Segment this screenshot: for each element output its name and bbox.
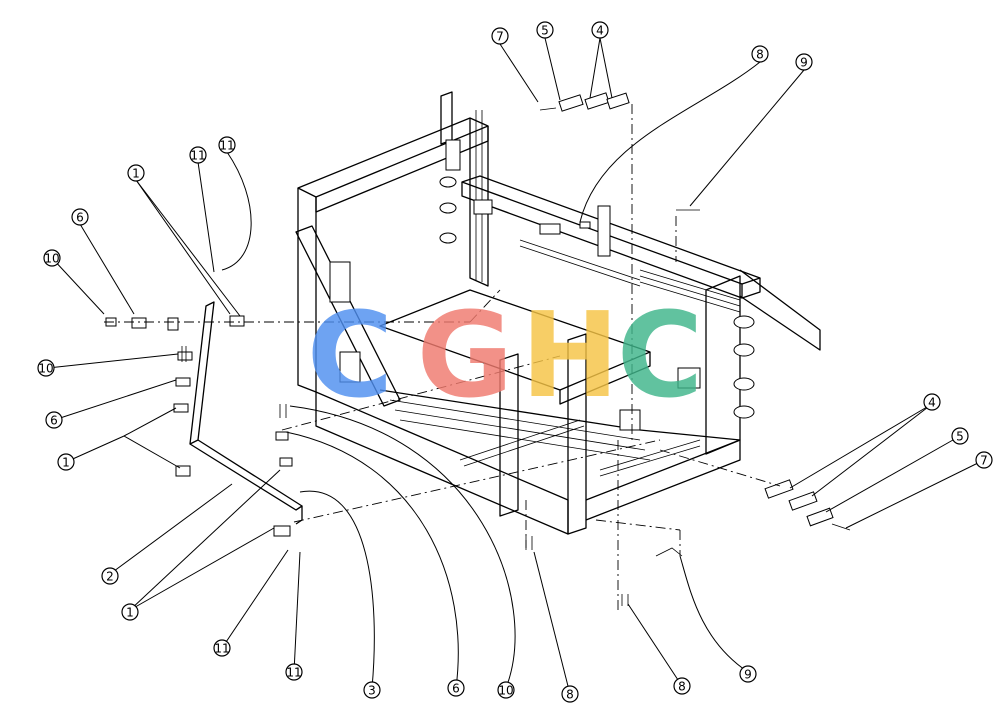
callout-circle: [101, 567, 119, 585]
callout-circle: [37, 359, 55, 377]
assembly-center-lines: [104, 104, 781, 610]
callout-number: 8: [566, 688, 574, 702]
watermark-letter-g: G: [417, 286, 514, 424]
callout-3: 4: [591, 21, 609, 39]
callout-23: 9: [739, 665, 757, 683]
callout-circle: [363, 681, 381, 699]
callout-number: 6: [76, 211, 84, 225]
callout-circle: [71, 208, 89, 226]
callout-number: 11: [286, 666, 301, 680]
callout-1: 7: [491, 27, 509, 45]
callout-25: 5: [951, 427, 969, 445]
callout-circle: [795, 53, 813, 71]
callout-4: 8: [751, 45, 769, 63]
callout-circle: [43, 249, 61, 267]
watermark-letter-c2: C: [617, 286, 704, 424]
callout-number: 8: [756, 48, 764, 62]
callout-10: 10: [43, 249, 61, 267]
callout-21: 8: [561, 685, 579, 703]
callout-circle: [497, 681, 515, 699]
callout-number: 1: [62, 456, 70, 470]
callout-circle: [189, 146, 207, 164]
callout-20: 10: [497, 681, 515, 699]
callout-number: 5: [541, 24, 549, 38]
callout-number: 10: [38, 362, 53, 376]
callout-24: 4: [923, 393, 941, 411]
callout-number: 9: [800, 56, 808, 70]
callout-15: 1: [121, 603, 139, 621]
callout-number: 1: [132, 167, 140, 181]
callout-number: 11: [219, 139, 234, 153]
callout-19: 6: [447, 679, 465, 697]
callout-circle: [57, 453, 75, 471]
callout-16: 11: [213, 639, 231, 657]
callout-circle: [447, 679, 465, 697]
callout-26: 7: [975, 451, 993, 469]
callout-number: 4: [928, 396, 936, 410]
watermark-letter-h: H: [521, 286, 620, 424]
exploded-parts: [525, 92, 851, 606]
callout-number: 4: [596, 24, 604, 38]
callout-17: 11: [285, 663, 303, 681]
watermark-logo: C G H C: [307, 286, 704, 424]
callout-circle: [673, 677, 691, 695]
callout-circle: [923, 393, 941, 411]
callout-circle: [121, 603, 139, 621]
callout-circle: [45, 411, 63, 429]
callout-22: 8: [673, 677, 691, 695]
callout-circle: [213, 639, 231, 657]
callout-number: 7: [496, 30, 504, 44]
callout-circle: [561, 685, 579, 703]
callout-number: 9: [744, 668, 752, 682]
callout-circle: [975, 451, 993, 469]
callout-18: 3: [363, 681, 381, 699]
callout-number: 11: [190, 149, 205, 163]
callout-number: 5: [956, 430, 964, 444]
callout-circle: [285, 663, 303, 681]
machine-frame: [295, 91, 821, 535]
callout-circle: [591, 21, 609, 39]
left-tube-assembly: [105, 301, 303, 537]
callout-2: 5: [536, 21, 554, 39]
watermark-letter-c1: C: [307, 286, 394, 424]
callout-7: 11: [218, 136, 236, 154]
callout-number: 7: [980, 454, 988, 468]
callout-number: 2: [106, 570, 114, 584]
callout-11: 10: [37, 359, 55, 377]
callout-circle: [951, 427, 969, 445]
callout-circle: [739, 665, 757, 683]
callout-number: 8: [678, 680, 686, 694]
callout-9: 6: [71, 208, 89, 226]
callout-number: 1: [126, 606, 134, 620]
callout-number: 3: [368, 684, 376, 698]
callout-8: 1: [127, 164, 145, 182]
callout-number: 6: [50, 414, 58, 428]
callout-13: 1: [57, 453, 75, 471]
callout-circle: [536, 21, 554, 39]
callout-circle: [491, 27, 509, 45]
callout-circle: [218, 136, 236, 154]
callout-circle: [751, 45, 769, 63]
callout-6: 11: [189, 146, 207, 164]
callout-5: 9: [795, 53, 813, 71]
callout-number: 6: [452, 682, 460, 696]
callout-number: 10: [498, 684, 513, 698]
leader-lines: [47, 37, 985, 695]
callout-12: 6: [45, 411, 63, 429]
callout-circle: [127, 164, 145, 182]
callout-number: 10: [44, 252, 59, 266]
callout-14: 2: [101, 567, 119, 585]
callout-number: 11: [214, 642, 229, 656]
